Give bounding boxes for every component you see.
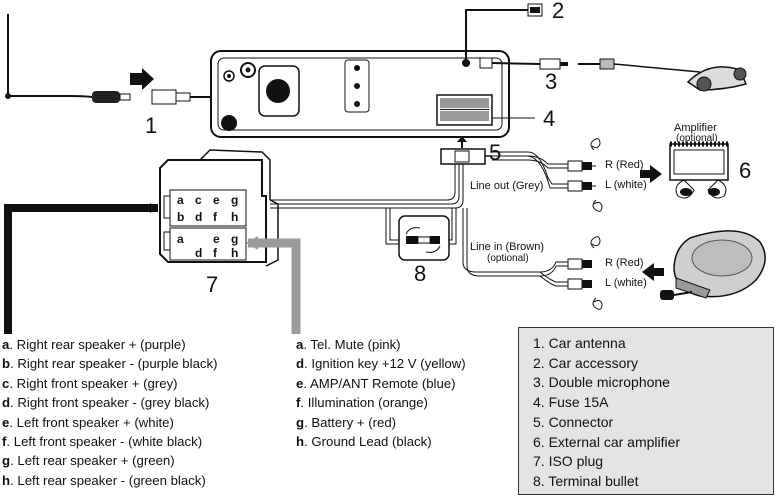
legend-item: 7. ISO plug — [533, 453, 604, 470]
legend-item: 8. Terminal bullet — [533, 472, 639, 489]
list-item: h. Ground Lead (black) — [296, 434, 432, 450]
speaker-cable-arrow — [150, 203, 158, 213]
callout-3: 3 — [545, 69, 557, 94]
legend-item: 4. Fuse 15A — [533, 394, 609, 411]
line-out-cable — [492, 151, 568, 189]
component-legend: 1. Car antenna 2. Car accessory 3. Doubl… — [518, 327, 774, 495]
legend-item: 6. External car amplifier — [533, 433, 681, 450]
callout-8: 8 — [414, 261, 426, 286]
iso-pin: h — [231, 210, 238, 224]
list-item: f. Left front speaker - (white black) — [2, 434, 203, 450]
callout-2: 2 — [552, 0, 564, 23]
terminal-bullet — [398, 215, 450, 261]
amplifier-optional: (optional) — [676, 133, 718, 144]
iso-pin: f — [213, 246, 218, 260]
list-item: d. Right front speaker - (grey black) — [2, 395, 210, 411]
car-antenna — [5, 14, 247, 105]
legend-item: 2. Car accessory — [533, 354, 639, 371]
line-in-cable — [462, 208, 568, 287]
legend-item: 5. Connector — [533, 413, 614, 430]
iso-pin: a — [177, 232, 184, 246]
callout-1: 1 — [145, 113, 157, 138]
harness-cable — [270, 164, 464, 245]
iso-pin: c — [195, 193, 202, 207]
list-item: f. Illumination (orange) — [296, 395, 428, 411]
line-in-left-label: L (white) — [605, 277, 647, 289]
iso-pin: a — [177, 193, 184, 207]
iso-pin: g — [231, 193, 238, 207]
iso-pin: d — [195, 246, 202, 260]
iso-pin: e — [213, 232, 220, 246]
double-microphone — [491, 58, 748, 92]
list-item: a. Tel. Mute (pink) — [296, 337, 401, 352]
line-out-plugs — [567, 138, 603, 212]
callout-5: 5 — [489, 140, 501, 165]
iso-pins-lower: a e g d f h — [177, 232, 238, 260]
list-item: d. Ignition key +12 V (yellow) — [296, 356, 466, 372]
car-accessory-cable — [465, 3, 543, 63]
speaker-wire-list: a. Right rear speaker + (purple) b. Righ… — [2, 335, 217, 490]
legend-item: 1. Car antenna — [533, 335, 626, 351]
list-item: g. Left rear speaker + (green) — [2, 453, 175, 469]
external-car-amplifier — [640, 141, 729, 199]
connector — [440, 136, 492, 165]
power-cable — [248, 238, 301, 334]
legend-item: 3. Double microphone — [533, 374, 670, 391]
list-item: e. Left front speaker + (white) — [2, 414, 174, 430]
line-out-right-label: R (Red) — [605, 159, 644, 171]
iso-pin: h — [231, 246, 238, 260]
list-item: h. Left rear speaker - (green black) — [2, 472, 206, 488]
line-in-plugs — [567, 236, 603, 310]
list-item: b. Right rear speaker - (purple black) — [2, 356, 218, 372]
list-item: a. Right rear speaker + (purple) — [2, 337, 186, 352]
line-out-left-label: L (white) — [605, 179, 647, 191]
iso-pin: e — [213, 193, 220, 207]
list-item: g. Battery + (red) — [296, 414, 397, 430]
head-unit-back — [210, 50, 510, 138]
line-in-optional: (optional) — [487, 253, 529, 264]
iso-pin: f — [213, 210, 218, 224]
iso-pin: g — [231, 232, 238, 246]
callout-6: 6 — [739, 158, 751, 183]
amplifier-title: Amplifier — [674, 122, 717, 134]
iso-plug — [159, 149, 279, 267]
portable-cd-player — [642, 230, 766, 300]
list-item: e. AMP/ANT Remote (blue) — [296, 375, 456, 391]
callout-7: 7 — [206, 272, 218, 297]
power-cable-arrow — [246, 236, 258, 250]
callout-4: 4 — [543, 106, 555, 131]
list-item: c. Right front speaker + (grey) — [2, 375, 178, 391]
line-in-label: Line in (Brown) — [470, 241, 544, 253]
iso-pins-upper: a c e g b d f h — [177, 193, 238, 224]
power-wire-list: a. Tel. Mute (pink) d. Ignition key +12 … — [296, 335, 466, 451]
iso-pin: b — [177, 210, 184, 224]
iso-pin: d — [195, 210, 202, 224]
speaker-cable — [4, 204, 158, 334]
line-out-label: Line out (Grey) — [470, 180, 543, 192]
line-in-right-label: R (Red) — [605, 257, 644, 269]
